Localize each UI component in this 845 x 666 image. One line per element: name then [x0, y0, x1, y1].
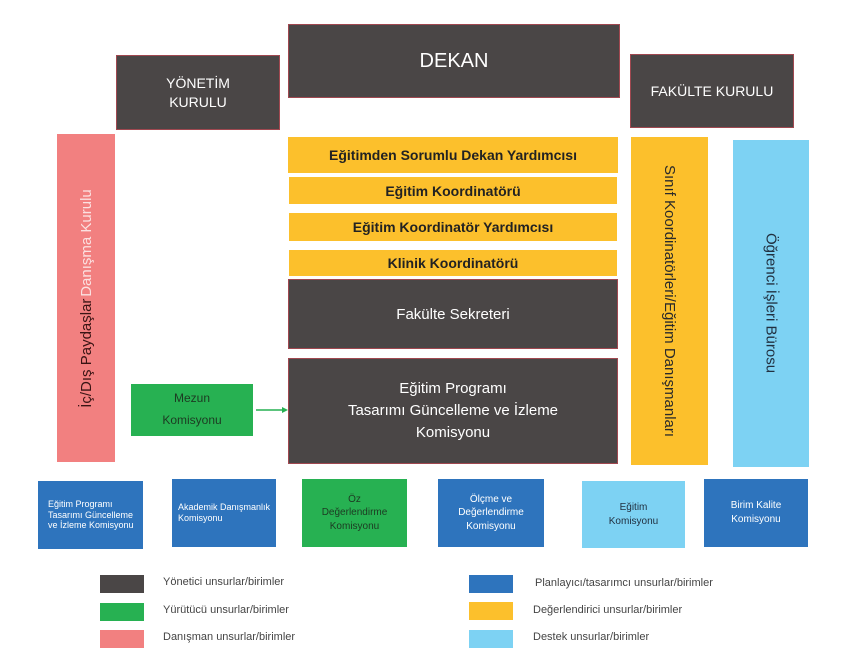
clinical-coordinator-box: Klinik Koordinatörü [289, 250, 617, 276]
alumni-commission-line1: Mezun [173, 391, 211, 406]
bottom-commission-label: Akademik Danışmanlık Komisyonu [178, 502, 271, 523]
legend-label-advisory: Danışman unsurlar/birimler [163, 631, 296, 643]
bottom-commission-self-assessment: Öz Değerlendirme Komisyonu [302, 479, 407, 547]
management-board-label: YÖNETİM KURULU [166, 74, 230, 110]
bottom-commission-education: Eğitim Komisyonu [582, 481, 685, 548]
legend-label-planning: Planlayıcı/tasarımcı unsurlar/birimler [535, 577, 713, 589]
dean-box: DEKAN [288, 24, 620, 98]
arrow-connector-icon [256, 407, 288, 413]
alumni-commission-box: Mezun Komisyonu [131, 384, 253, 436]
legend-swatch-executive [100, 603, 144, 621]
alumni-commission-line2: Komisyonu [162, 413, 222, 427]
program-commission-line3: Komisyonu [415, 423, 491, 441]
legend-swatch-management [100, 575, 144, 593]
bottom-commission-label: Öz Değerlendirme Komisyonu [321, 493, 388, 532]
vice-dean-box: Eğitimden Sorumlu Dekan Yardımcısı [288, 137, 618, 173]
legend-swatch-planning [469, 575, 513, 593]
program-commission-line1: Eğitim Programı [399, 380, 507, 398]
legend-swatch-support [469, 630, 513, 648]
faculty-secretary-label: Fakülte Sekreteri [396, 305, 510, 323]
bottom-commission-quality: Birim Kalite Komisyonu [704, 479, 808, 547]
education-coordinator-label: Eğitim Koordinatörü [385, 182, 521, 199]
assistant-coordinator-label: Eğitim Koordinatör Yardımcısı [352, 219, 554, 235]
bottom-commission-label: Birim Kalite Komisyonu [730, 500, 782, 525]
legend-label-executive: Yürütücü unsurlar/birimler [163, 604, 289, 616]
stakeholders-advisory-board-box: İç/Dış Paydaşlar Danışma Kurulu [57, 134, 115, 462]
bottom-commission-measurement: Ölçme ve Değerlendirme Komisyonu [438, 479, 544, 547]
stakeholders-label: İç/Dış Paydaşlar [77, 298, 95, 408]
legend-label-management: Yönetici unsurlar/birimler [163, 576, 285, 588]
bottom-commission-label: Ölçme ve Değerlendirme Komisyonu [458, 493, 524, 532]
legend-swatch-advisory [100, 630, 144, 648]
bottom-commission-program: Eğitim Programı Tasarımı Güncelleme ve İ… [38, 481, 143, 549]
bottom-commission-label: Eğitim Programı Tasarımı Güncelleme ve İ… [48, 498, 134, 531]
program-commission-line2: Tasarımı Güncelleme ve İzleme [347, 402, 559, 420]
class-coordinators-label: Sınıf Koordinatörleri/ [661, 165, 678, 302]
assistant-coordinator-box: Eğitim Koordinatör Yardımcısı [289, 213, 617, 241]
student-affairs-box: Öğrenci İşleri Bürosu [733, 140, 809, 467]
legend-swatch-evaluation [469, 602, 513, 620]
clinical-coordinator-label: Klinik Koordinatörü [387, 255, 519, 271]
education-coordinator-box: Eğitim Koordinatörü [289, 177, 617, 204]
faculty-council-box: FAKÜLTE KURULU [630, 54, 794, 128]
bottom-commission-academic-advising: Akademik Danışmanlık Komisyonu [172, 479, 276, 547]
class-coordinators-box: Sınıf Koordinatörleri/ Eğitim Danışmanla… [631, 137, 708, 465]
program-commission-box: Eğitim Programı Tasarımı Güncelleme ve İ… [288, 358, 618, 464]
bottom-commission-label: Eğitim Komisyonu [608, 501, 659, 527]
faculty-council-label: FAKÜLTE KURULU [650, 83, 774, 99]
vice-dean-label: Eğitimden Sorumlu Dekan Yardımcısı [329, 147, 577, 163]
dean-label: DEKAN [419, 49, 489, 72]
legend-label-support: Destek unsurlar/birimler [533, 631, 650, 643]
management-board-box: YÖNETİM KURULU [116, 55, 280, 130]
advisory-board-label: Danışma Kurulu [77, 188, 95, 297]
legend-label-evaluation: Değerlendirici unsurlar/birimler [533, 604, 683, 616]
student-affairs-label: Öğrenci İşleri Bürosu [762, 233, 780, 374]
education-advisors-label: Eğitim Danışmanları [661, 301, 678, 437]
faculty-secretary-box: Fakülte Sekreteri [288, 279, 618, 349]
